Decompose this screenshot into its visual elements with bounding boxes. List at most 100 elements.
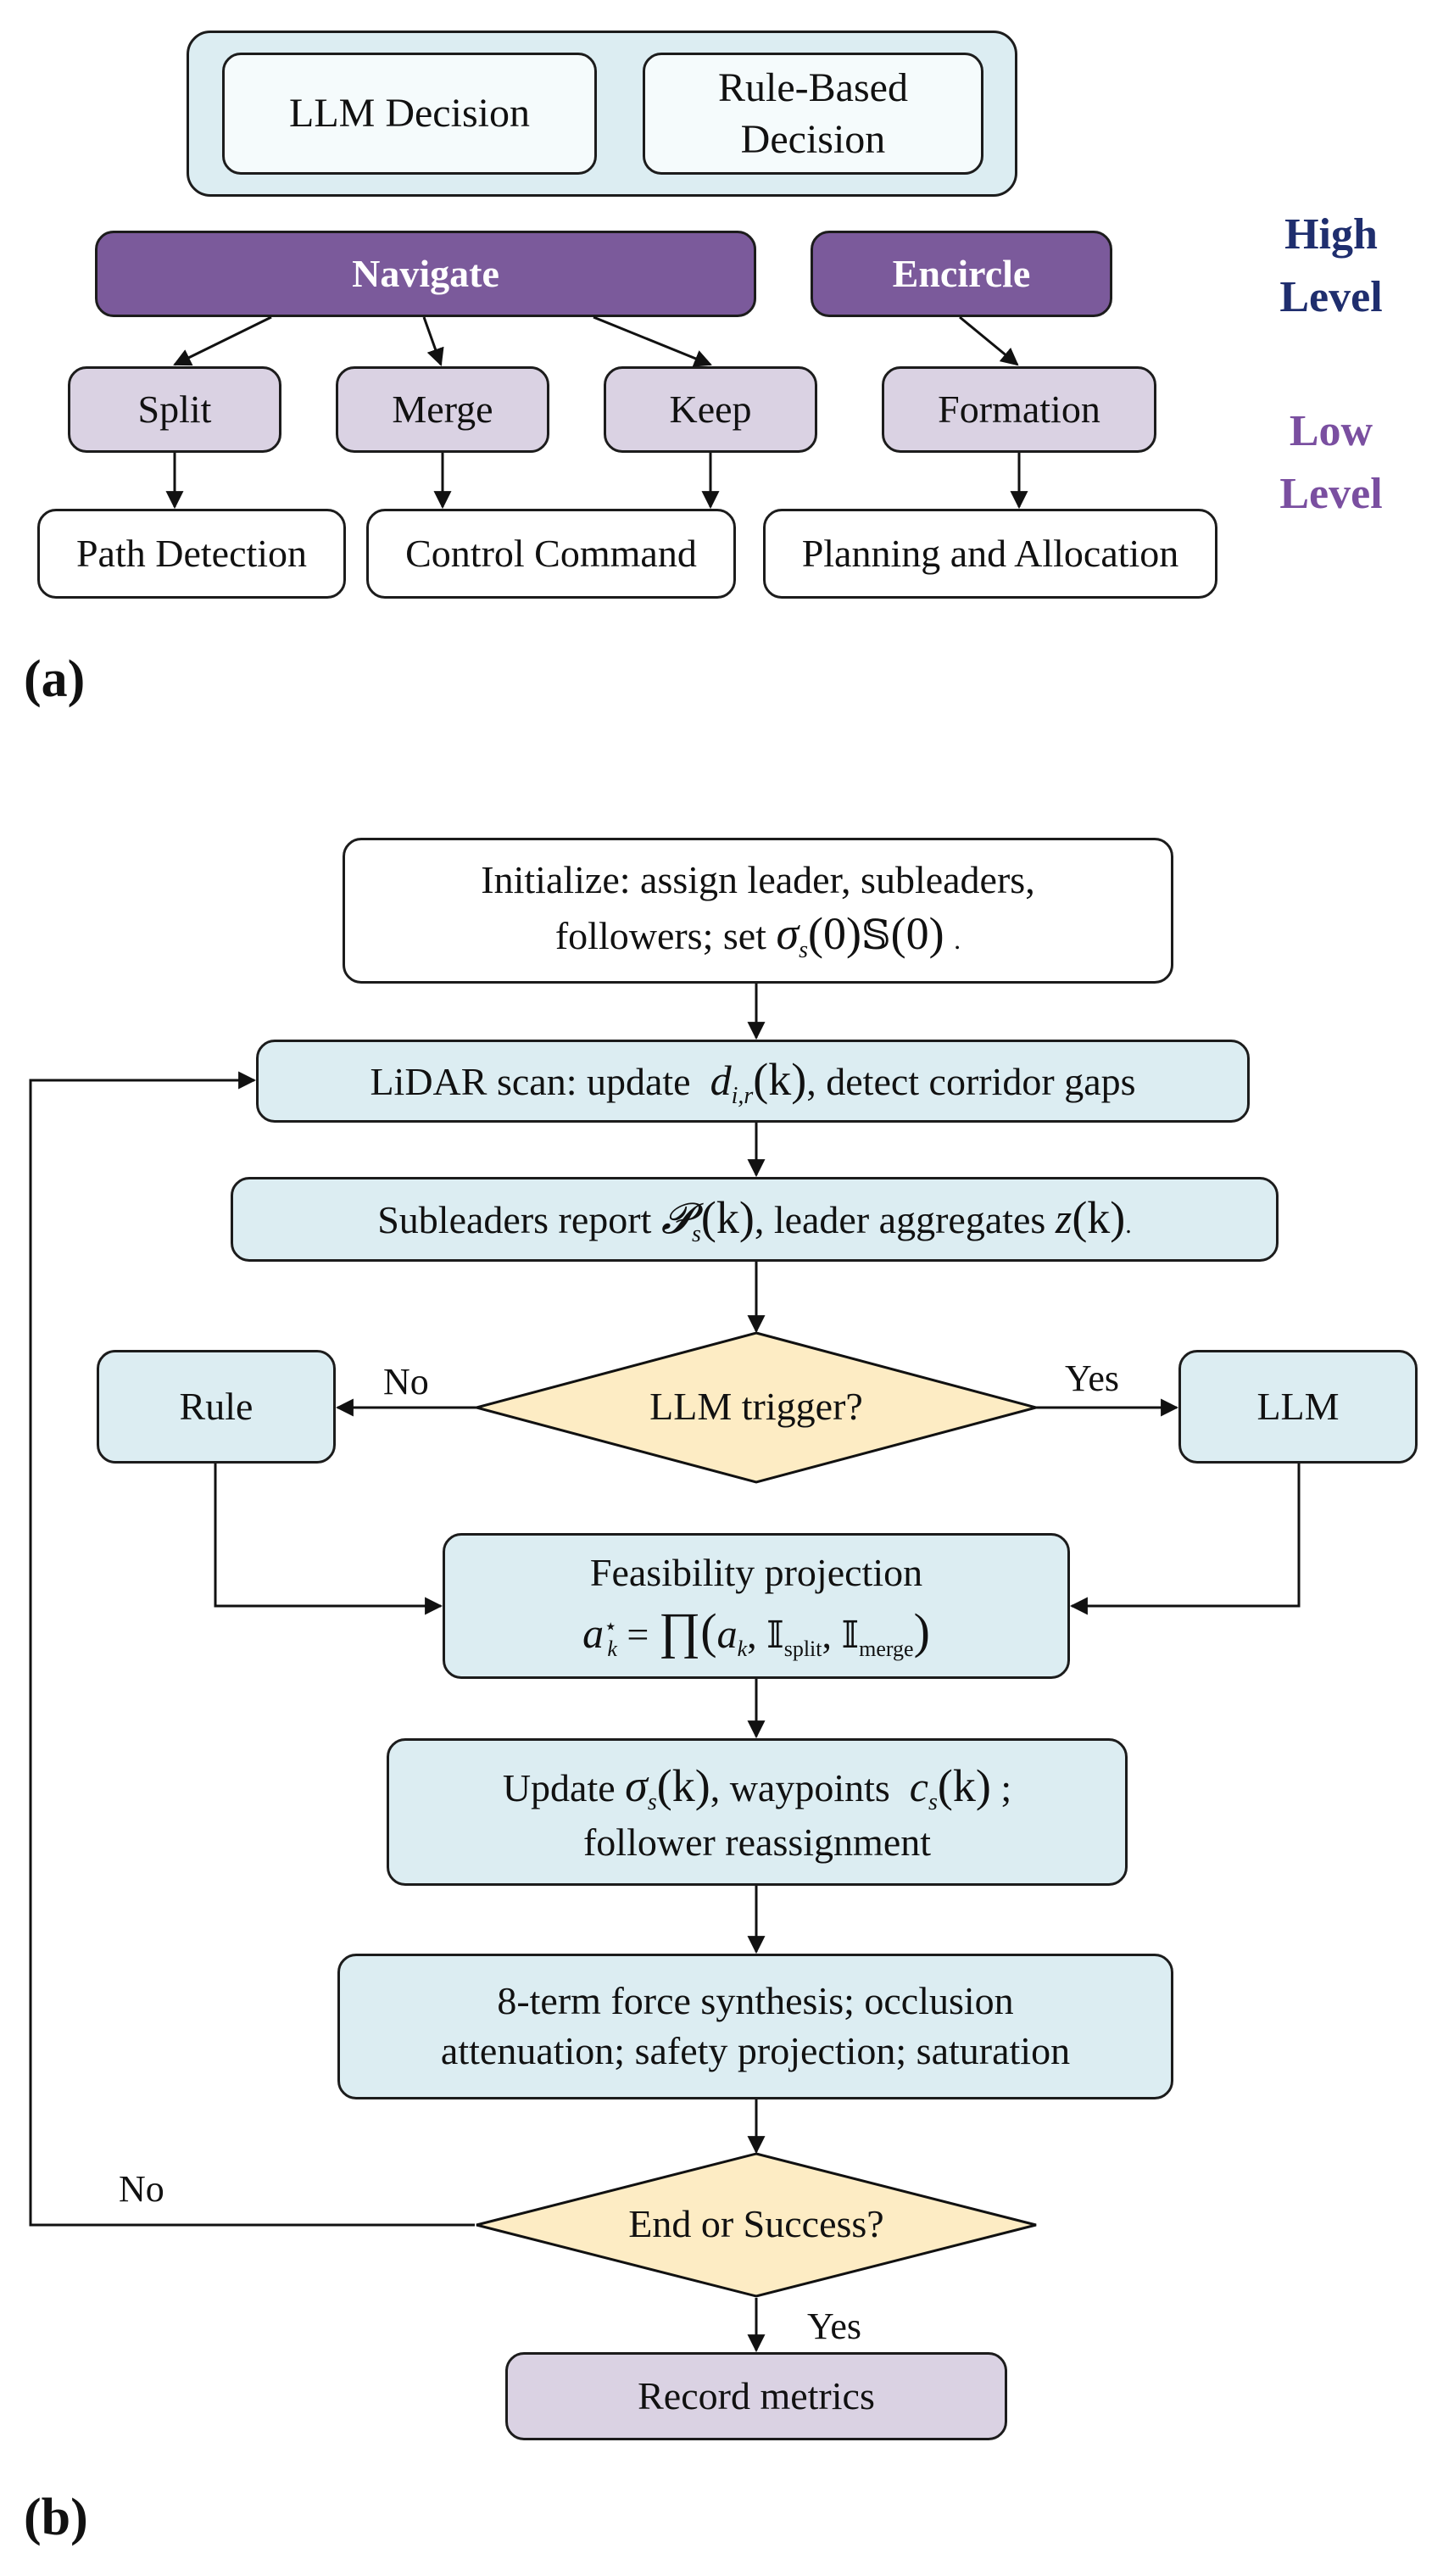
- llm-trigger-label: LLM trigger?: [649, 1385, 863, 1428]
- arrow-rule-feasibility: [214, 1464, 443, 1615]
- force-box: 8-term force synthesis; occlusion attenu…: [337, 1954, 1173, 2099]
- comma1: ,: [747, 1613, 767, 1657]
- no-label-loop: No: [119, 2168, 164, 2210]
- feasibility-box: Feasibility projection a⋆k = ∏(ak, 𝕀spli…: [443, 1533, 1070, 1679]
- prod-symbol: ∏: [658, 1603, 701, 1659]
- initialize-line2: followers; set σs(0)𝕊(0) .: [555, 908, 961, 963]
- control-command-box: Control Command: [366, 509, 736, 599]
- low-level-line1: Low: [1289, 407, 1373, 455]
- update-sigma-sub: s: [647, 1788, 657, 1815]
- update-line2: follower reassignment: [582, 1820, 932, 1864]
- split-label: Split: [137, 387, 212, 431]
- keep-box: Keep: [604, 366, 817, 453]
- control-command-label: Control Command: [405, 531, 697, 575]
- report-pre: Subleaders report: [377, 1197, 661, 1241]
- rule-based-decision-label: Rule-Based Decision: [718, 62, 908, 166]
- report-arg: (k): [700, 1191, 755, 1243]
- rule-based-line2: Decision: [740, 117, 886, 162]
- arrow-encircle-formation: [959, 315, 1019, 366]
- update-arg: (k): [656, 1759, 710, 1811]
- indicator-merge-sub: merge: [859, 1636, 914, 1662]
- a2-symbol: a: [716, 1612, 738, 1658]
- z-symbol: z: [1055, 1194, 1072, 1242]
- init-arg: (0): [808, 908, 861, 960]
- d-sub: i,r: [731, 1083, 754, 1110]
- paren-open: (: [700, 1603, 717, 1659]
- planning-allocation-label: Planning and Allocation: [801, 531, 1179, 575]
- P-sub: s: [691, 1221, 701, 1248]
- a-sub: k: [607, 1636, 617, 1662]
- lidar-arg: (k): [753, 1053, 807, 1105]
- a-star: ⋆: [604, 1614, 618, 1639]
- report-arg2: (k): [1072, 1191, 1126, 1243]
- set-S-symbol: 𝕊: [861, 913, 891, 959]
- report-box: Subleaders report 𝓟s(k), leader aggregat…: [231, 1177, 1279, 1262]
- low-level-tag: Low Level: [1229, 400, 1433, 526]
- encircle-box: Encircle: [811, 231, 1112, 317]
- llm-decision-box: LLM Decision: [222, 53, 597, 175]
- a2-sub: k: [737, 1636, 748, 1662]
- update-mid: , waypoints: [710, 1765, 900, 1809]
- arrow-navigate-split: [173, 315, 272, 366]
- update-box: Update σs(k), waypoints cs(k) ; follower…: [387, 1738, 1128, 1886]
- path-detection-box: Path Detection: [37, 509, 346, 599]
- formation-label: Formation: [938, 387, 1100, 431]
- high-level-line1: High: [1284, 210, 1378, 259]
- high-level-line2: Level: [1279, 272, 1383, 321]
- yes-label-end: Yes: [807, 2306, 862, 2347]
- panel-b-label: (b): [24, 2489, 88, 2546]
- llm-label: LLM: [1256, 1384, 1340, 1428]
- arrow-navigate-keep: [593, 315, 712, 367]
- force-line2: attenuation; safety projection; saturati…: [440, 2029, 1071, 2072]
- high-level-tag: High Level: [1229, 204, 1433, 329]
- formation-box: Formation: [882, 366, 1156, 453]
- report-dot: .: [1125, 1210, 1132, 1239]
- paren-close: ): [913, 1603, 930, 1659]
- keep-label: Keep: [669, 387, 752, 431]
- rule-box: Rule: [97, 1350, 336, 1464]
- split-box: Split: [68, 366, 281, 453]
- arrow-navigate-merge: [422, 316, 444, 366]
- feasibility-formula: a⋆k = ∏(ak, 𝕀split, 𝕀merge): [582, 1603, 930, 1661]
- rule-based-line1: Rule-Based: [718, 64, 908, 110]
- end-success-label: End or Success?: [628, 2202, 884, 2245]
- update-pre: Update: [502, 1765, 626, 1809]
- lidar-box: LiDAR scan: update di,r(k), detect corri…: [256, 1040, 1250, 1123]
- initialize-line1: Initialize: assign leader, subleaders,: [481, 857, 1035, 901]
- path-detection-label: Path Detection: [75, 531, 308, 575]
- end-success-diamond: [476, 2152, 1037, 2298]
- update-sigma: σ: [625, 1759, 648, 1811]
- eq-sign: =: [616, 1613, 659, 1657]
- d-symbol: d: [710, 1056, 732, 1104]
- update-arg2: (k): [937, 1759, 991, 1811]
- planning-allocation-box: Planning and Allocation: [763, 509, 1217, 599]
- force-line1: 8-term force synthesis; occlusion: [497, 1979, 1014, 2023]
- llm-decision-label: LLM Decision: [289, 91, 530, 137]
- indicator-split-symbol: 𝕀: [766, 1614, 784, 1657]
- report-mid: , leader aggregates: [754, 1197, 1056, 1241]
- sigma-sub: s: [799, 937, 809, 964]
- feasibility-line1: Feasibility projection: [589, 1551, 923, 1595]
- sigma-symbol: σ: [776, 908, 800, 960]
- llm-trigger-diamond: [471, 1331, 1041, 1484]
- rule-label: Rule: [179, 1384, 254, 1428]
- P-symbol: 𝓟: [660, 1194, 692, 1242]
- arrow-loop-no: [29, 1071, 475, 2227]
- merge-label: Merge: [392, 387, 493, 431]
- lidar-pre: LiDAR scan: update: [370, 1059, 701, 1103]
- indicator-merge-symbol: 𝕀: [841, 1614, 860, 1657]
- panel-a-label: (a): [24, 650, 86, 708]
- llm-box: LLM: [1178, 1350, 1418, 1464]
- c-sub: s: [928, 1788, 938, 1815]
- update-line1: Update σs(k), waypoints cs(k) ;: [502, 1760, 1011, 1815]
- lidar-post: , detect corridor gaps: [806, 1059, 1136, 1103]
- yes-label-llm: Yes: [1065, 1358, 1120, 1399]
- c-symbol: c: [909, 1762, 928, 1810]
- a-symbol: a: [582, 1609, 604, 1658]
- init-arg-b: (0): [890, 908, 944, 960]
- record-box: Record metrics: [505, 2352, 1007, 2440]
- init-dot: .: [954, 924, 961, 956]
- encircle-label: Encircle: [892, 251, 1031, 295]
